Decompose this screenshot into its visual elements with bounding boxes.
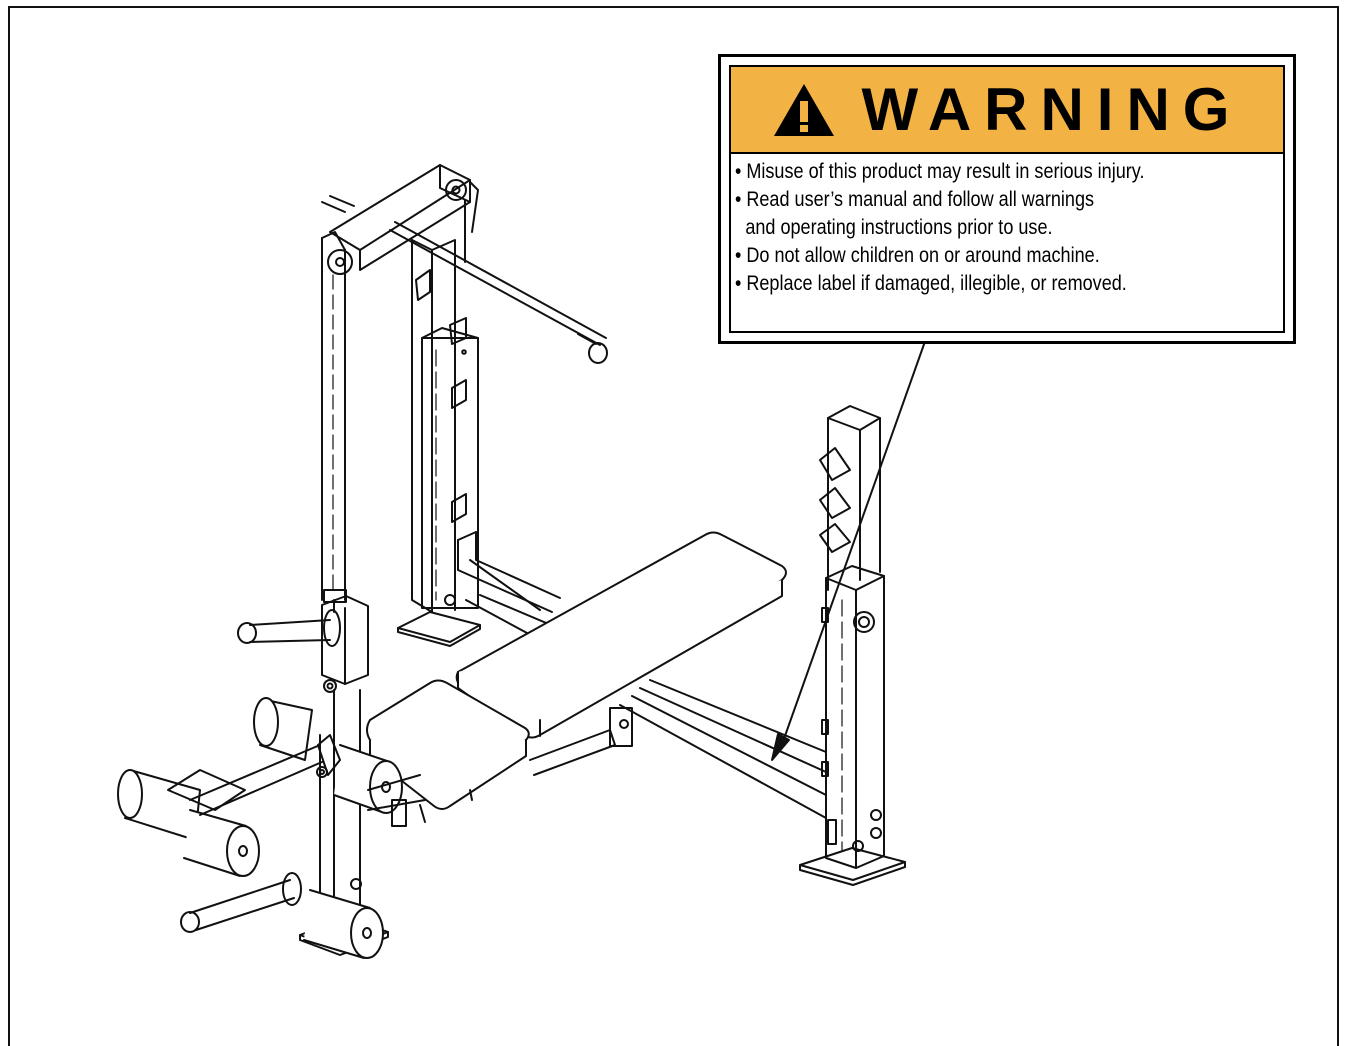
warning-banner: WARNING [731, 67, 1283, 154]
warning-label: WARNING • Misuse of this product may res… [718, 54, 1296, 344]
warning-line: • Do not allow children on or around mac… [735, 244, 1100, 267]
seat-pad [366, 679, 530, 823]
warning-line: • Replace label if damaged, illegible, o… [735, 272, 1127, 295]
lat-tower [321, 164, 608, 613]
warning-triangle-icon [773, 83, 834, 136]
bench-pad [455, 531, 787, 739]
roller-upper-left [253, 697, 313, 761]
warning-label-inner: WARNING • Misuse of this product may res… [729, 65, 1285, 333]
label-pointer-arrow [771, 332, 929, 761]
leg-developer [117, 595, 426, 959]
roller-lower-right [183, 809, 260, 877]
roller-lower-left [117, 769, 201, 841]
warning-line: • Read user’s manual and follow all warn… [735, 188, 1095, 211]
warning-heading: WARNING [861, 75, 1243, 143]
base-frame [457, 531, 827, 819]
roller-bottom [303, 889, 384, 959]
rear-right-upright [397, 239, 481, 647]
warning-line: • Misuse of this product may result in s… [735, 160, 1145, 183]
warning-line: and operating instructions prior to use. [745, 216, 1053, 239]
diagram-frame [8, 6, 1339, 1046]
warning-text: • Misuse of this product may result in s… [731, 154, 1283, 298]
